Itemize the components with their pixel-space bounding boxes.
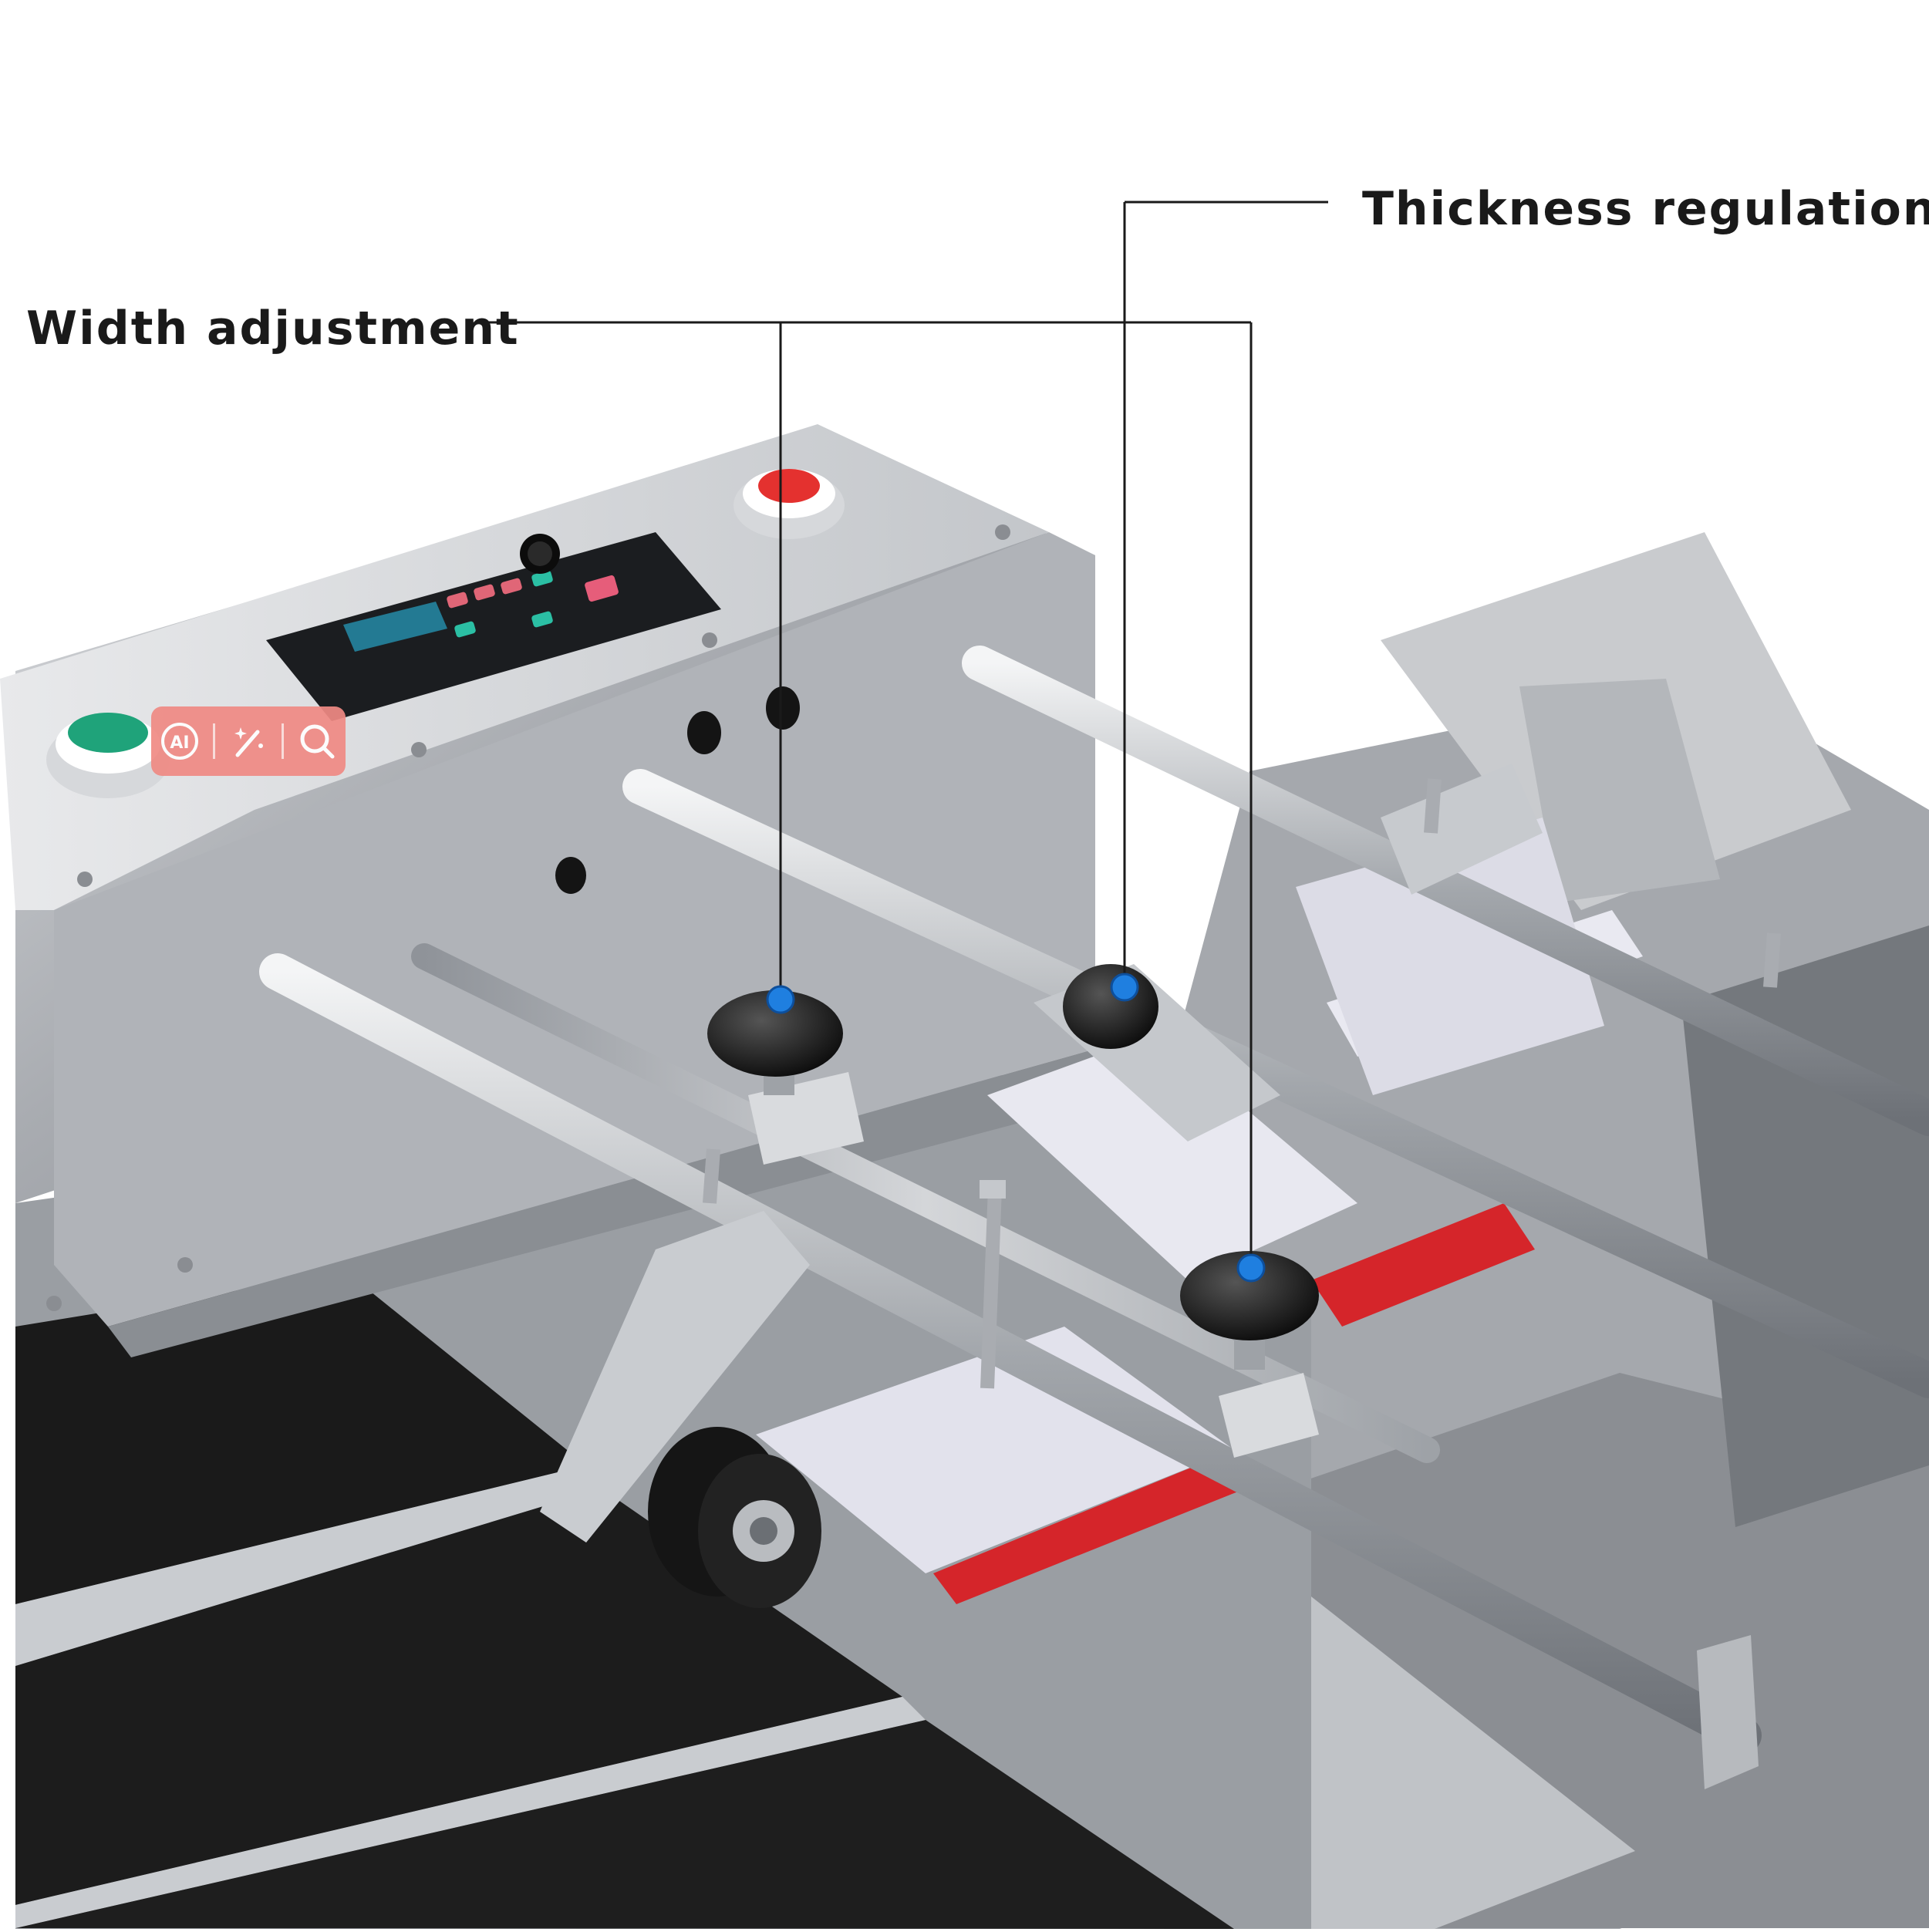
conveyor-belt xyxy=(15,1720,1234,1929)
callout-markers xyxy=(766,973,1266,1283)
width-marker-dot xyxy=(766,985,795,1014)
control-panel xyxy=(266,532,721,721)
thickness-regulation-label: Thickness regulation xyxy=(1362,182,1929,236)
width-adjustment-label: Width adjustment xyxy=(26,302,520,356)
image-tools-toolbar: AI xyxy=(151,706,346,776)
digital-display xyxy=(343,602,447,652)
thickness-marker-dot xyxy=(1110,973,1139,1002)
ai-icon[interactable]: AI xyxy=(156,717,204,765)
ai-icon-text: AI xyxy=(170,733,189,753)
toolbar-divider xyxy=(282,723,284,759)
width-knob xyxy=(1180,1251,1319,1370)
thickness-knob xyxy=(1063,964,1158,1049)
start-button xyxy=(46,713,170,798)
toolbar-divider xyxy=(213,723,215,759)
label-stack xyxy=(756,818,1643,1604)
width-knob xyxy=(707,990,843,1095)
search-icon[interactable] xyxy=(293,717,341,765)
guide-rods xyxy=(259,646,1929,1754)
pressure-roller xyxy=(648,1427,821,1608)
threaded-studs xyxy=(703,778,1781,1389)
magic-wand-icon[interactable] xyxy=(224,717,272,765)
width-marker-dot xyxy=(1236,1253,1266,1283)
callout-lines xyxy=(487,201,1328,1265)
conveyor-belt xyxy=(15,1489,902,1905)
conveyor-belt xyxy=(15,1273,586,1604)
stop-button xyxy=(733,469,845,539)
